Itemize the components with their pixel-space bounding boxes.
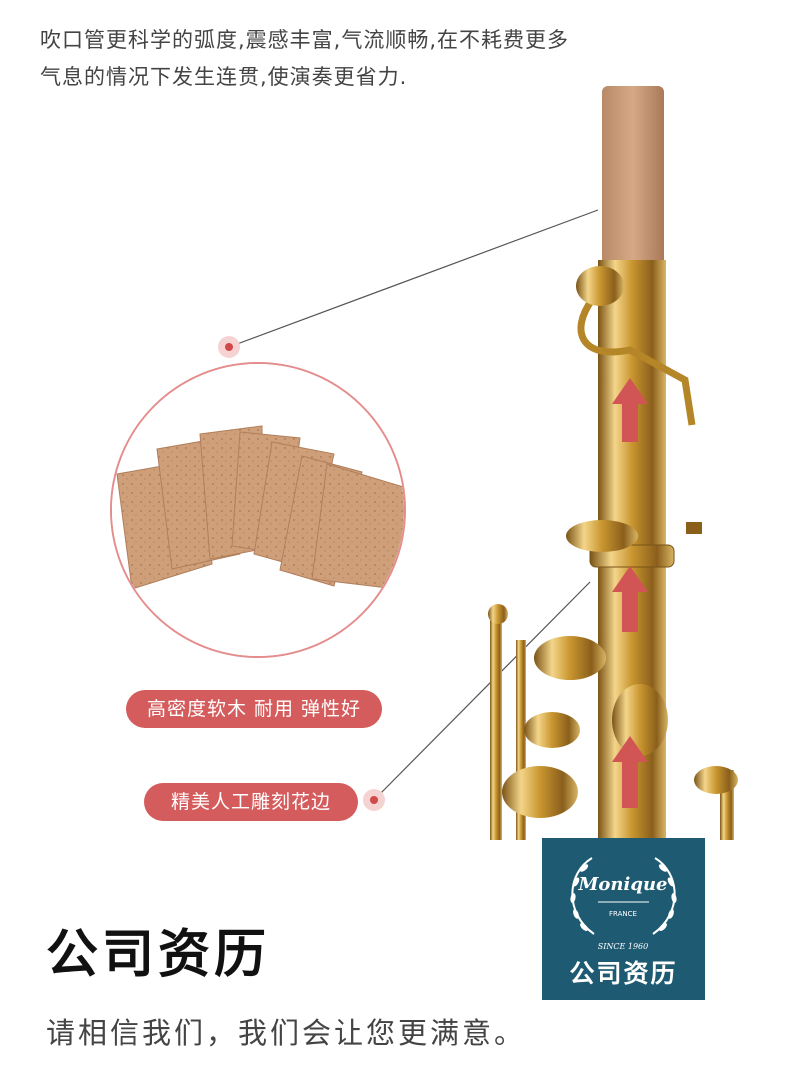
key-cup: [502, 766, 578, 818]
cork-feature-label: 高密度软木 耐用 弹性好: [126, 690, 382, 728]
brand-logo-box: Monique FRANCE SINCE 1960 公司资历: [542, 838, 705, 1000]
brand-name: Monique: [578, 874, 668, 895]
airflow-arrow: [612, 378, 648, 442]
key-cup: [576, 266, 624, 306]
callout-dot-carving: [363, 789, 385, 811]
brand-since: SINCE 1960: [598, 942, 649, 951]
company-title: 公司资历: [46, 925, 271, 985]
key-cup: [612, 684, 668, 756]
octave-key: [577, 297, 696, 426]
key-rod: [490, 610, 502, 840]
airflow-arrow: [612, 566, 648, 632]
cork-closeup-image: [110, 362, 406, 658]
brand-country: FRANCE: [609, 910, 637, 918]
key-cup: [534, 636, 606, 680]
brand-caption: 公司资历: [569, 959, 678, 988]
company-subtitle: 请相信我们，我们会让您更满意。: [46, 1016, 527, 1050]
airflow-arrow: [612, 736, 648, 808]
saxophone-neck-image: [480, 80, 790, 840]
key-rod: [516, 640, 526, 840]
carving-feature-label: 精美人工雕刻花边: [144, 783, 358, 821]
intro-text: 吹口管更科学的弧度,震感丰富,气流顺畅,在不耗费更多 气息的情况下发生连贯,使演…: [40, 22, 740, 96]
key-cup: [524, 712, 580, 748]
intro-line-1: 吹口管更科学的弧度,震感丰富,气流顺畅,在不耗费更多: [40, 28, 570, 52]
intro-line-2: 气息的情况下发生连贯,使演奏更省力.: [40, 65, 408, 89]
monique-logo: Monique FRANCE SINCE 1960: [570, 857, 677, 951]
callout-dot-cork: [218, 336, 240, 358]
key-cup: [566, 520, 638, 552]
cork-sleeve: [602, 86, 664, 266]
